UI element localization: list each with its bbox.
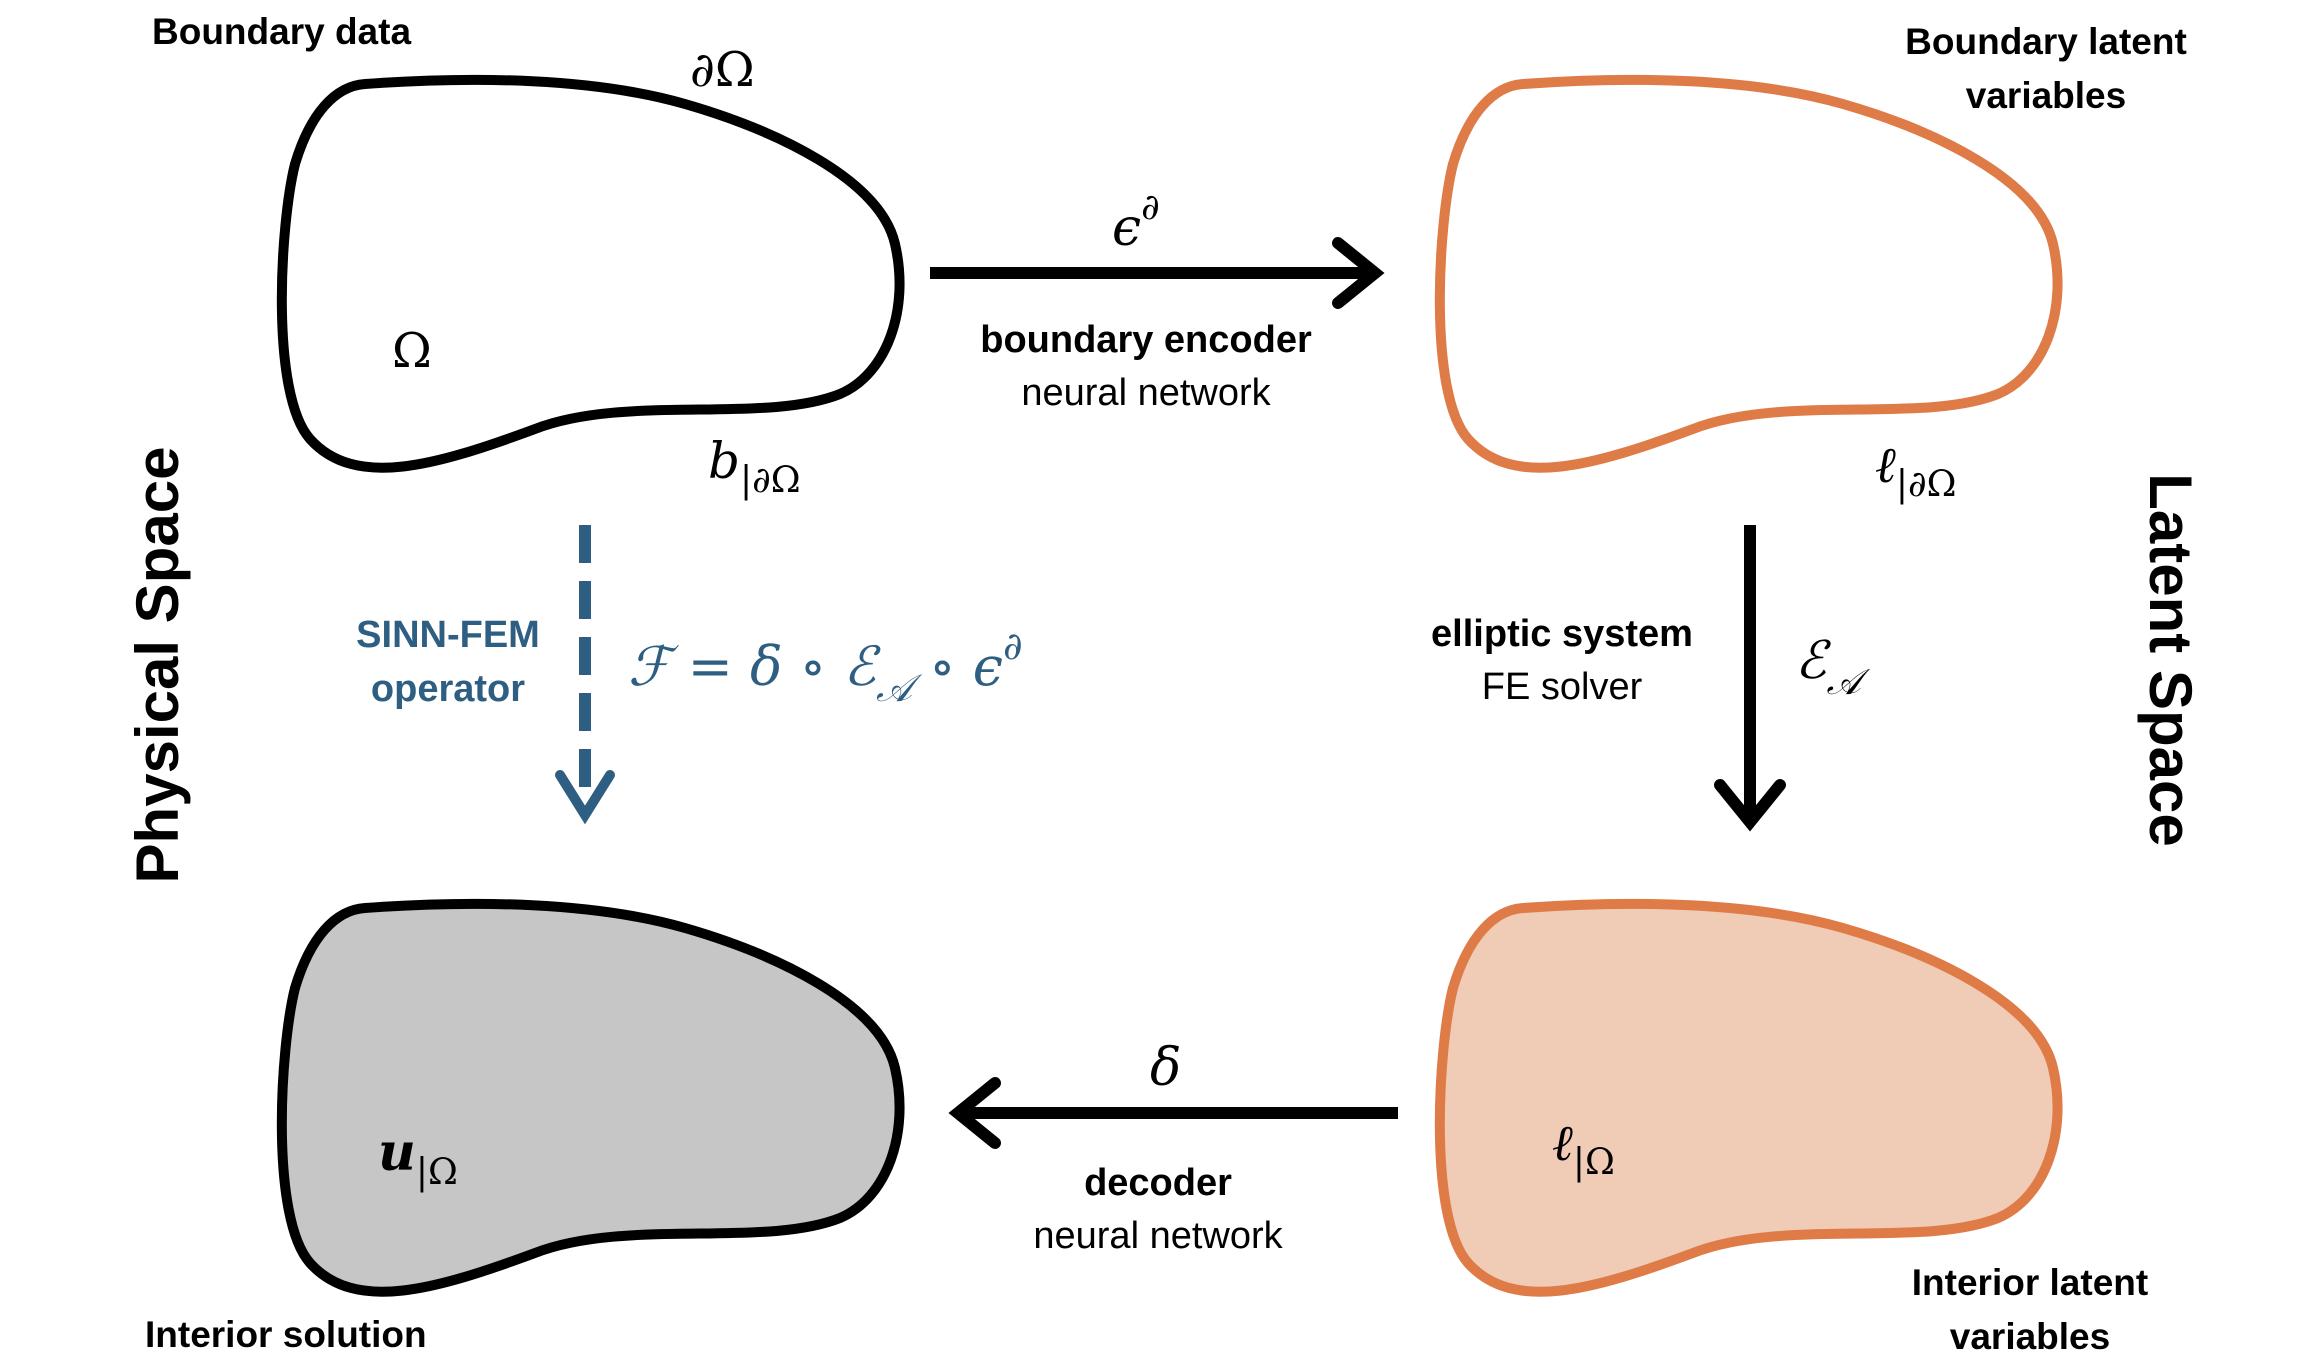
operator-dashed-arrow xyxy=(555,525,615,825)
solver-label: FE solver xyxy=(1482,666,1643,708)
physical-space-label: Physical Space xyxy=(124,447,191,884)
boundary-latent-domain-shape xyxy=(1440,80,2058,468)
operator-label-line2: operator xyxy=(371,668,525,710)
operator-formula: ℱ = δ ∘ ℰ𝒜 ∘ ϵ∂ xyxy=(628,624,1023,710)
encoder-symbol: ϵ∂ xyxy=(1112,187,1160,258)
operator-label-line1: SINN-FEM xyxy=(356,614,540,656)
boundary-latent-title-line1: Boundary latent xyxy=(1905,21,2187,62)
boundary-domain-shape xyxy=(282,80,900,468)
solver-symbol: ℰ𝒜 xyxy=(1795,631,1870,703)
interior-solution-title: Interior solution xyxy=(145,1314,427,1355)
solver-bold-label: elliptic system xyxy=(1431,613,1693,655)
boundary-data-title: Boundary data xyxy=(152,11,411,52)
interior-solution-domain-shape xyxy=(282,904,900,1292)
decoder-label: neural network xyxy=(1033,1215,1283,1257)
boundary-latent-title-line2: variables xyxy=(1966,75,2126,116)
encoder-label: neural network xyxy=(1021,372,1271,414)
omega-symbol: Ω xyxy=(392,323,432,379)
interior-latent-domain-shape xyxy=(1440,904,2058,1292)
interior-latent-title-line2: variables xyxy=(1950,1316,2110,1357)
decoder-bold-label: decoder xyxy=(1084,1162,1232,1204)
encoder-arrow xyxy=(930,237,1385,309)
interior-latent-label: ℓ|Ω xyxy=(1552,1114,1615,1183)
encoder-bold-label: boundary encoder xyxy=(980,319,1312,361)
decoder-arrow xyxy=(948,1077,1398,1149)
boundary-symbol: ∂Ω xyxy=(690,42,755,98)
latent-space-label: Latent Space xyxy=(2137,473,2204,846)
decoder-symbol: δ xyxy=(1150,1038,1181,1098)
solver-arrow xyxy=(1714,525,1786,832)
boundary-latent-label: ℓ|∂Ω xyxy=(1875,436,1956,505)
boundary-data-label: b|∂Ω xyxy=(708,432,801,501)
interior-latent-title-line1: Interior latent xyxy=(1912,1262,2148,1303)
interior-solution-label: u|Ω xyxy=(378,1122,458,1193)
